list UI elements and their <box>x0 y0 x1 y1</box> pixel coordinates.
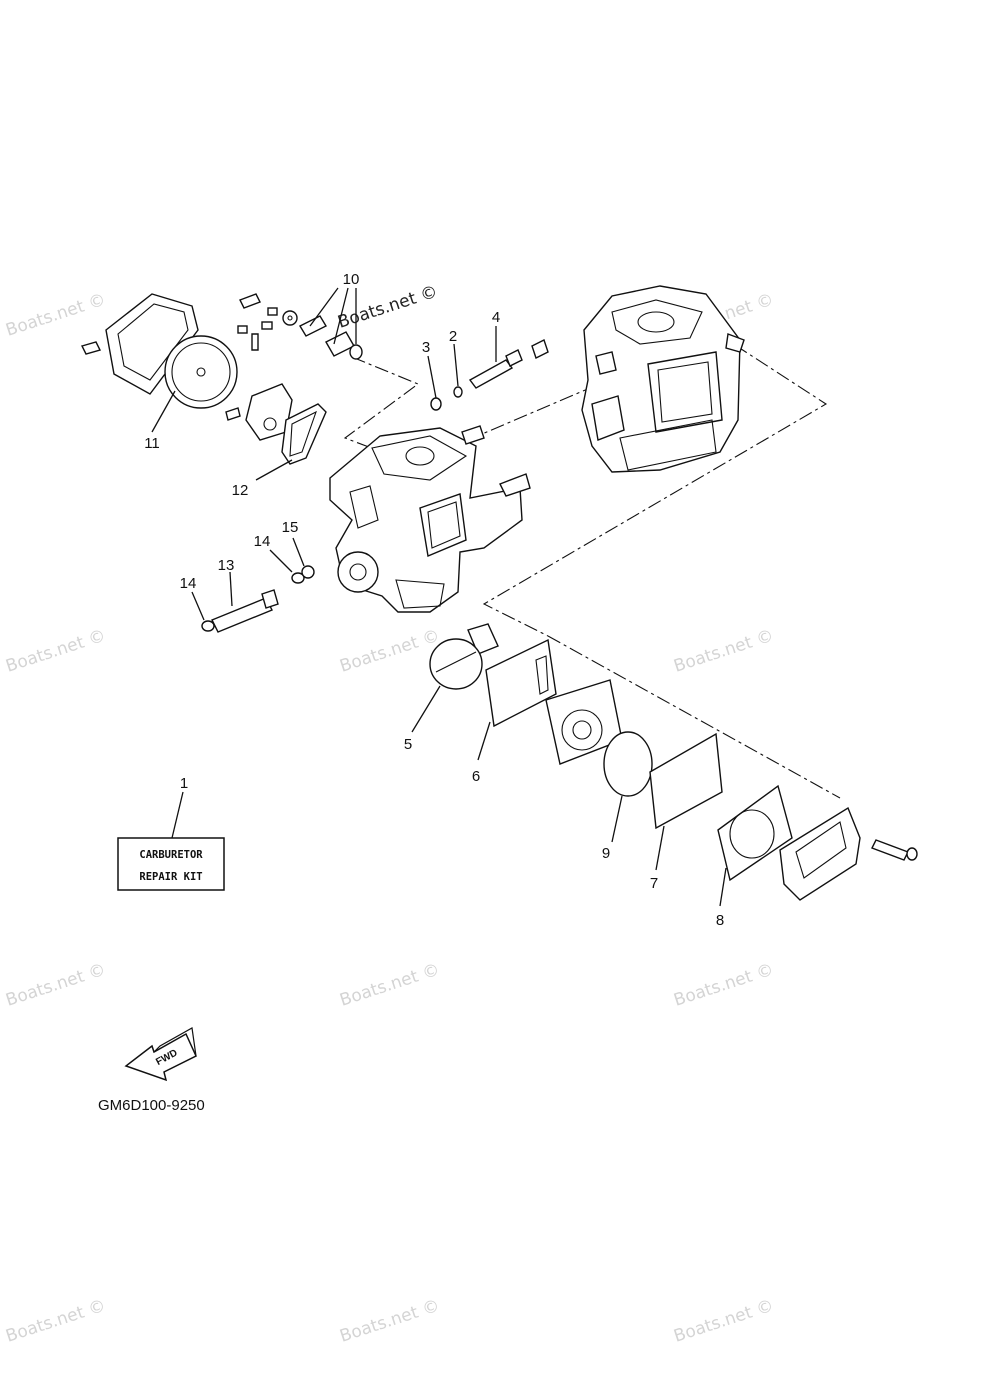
callout-9: 9 <box>602 845 610 862</box>
small-screws <box>237 293 298 351</box>
fwd-arrow-icon: FWD <box>124 1027 197 1082</box>
parts-5-6 <box>429 623 557 728</box>
parts-13-14-15 <box>201 565 315 633</box>
callout-10: 10 <box>343 271 360 288</box>
callout-13: 13 <box>218 557 235 574</box>
assembly-lines <box>343 344 841 799</box>
callout-14-upper: 14 <box>254 533 271 550</box>
callout-8: 8 <box>716 912 724 929</box>
callout-2: 2 <box>449 328 457 345</box>
watermark: Boats.net © <box>671 1296 776 1347</box>
watermark: Boats.net © <box>3 626 108 677</box>
repair-kit-line1: CARBURETOR <box>139 849 203 861</box>
rear-carburetor-body <box>581 285 745 473</box>
watermark: Boats.net © <box>337 960 442 1011</box>
watermark: Boats.net © <box>3 960 108 1011</box>
watermark: Boats.net © <box>671 960 776 1011</box>
watermark: Boats.net © <box>337 626 442 677</box>
callouts: 10 3 2 4 11 12 15 14 13 14 5 6 9 7 8 1 <box>144 271 724 929</box>
callout-4: 4 <box>492 309 500 326</box>
diagram-code: GM6D100-9250 <box>98 1097 205 1114</box>
callout-5: 5 <box>404 736 412 753</box>
watermark: Boats.net © <box>3 290 108 341</box>
watermark: Boats.net © <box>3 1296 108 1347</box>
callout-15: 15 <box>282 519 299 536</box>
part-12-gasket <box>225 383 327 465</box>
callout-6: 6 <box>472 768 480 785</box>
repair-kit-box: CARBURETOR REPAIR KIT <box>117 837 225 891</box>
callout-1: 1 <box>180 775 188 792</box>
watermark: Boats.net © <box>671 626 776 677</box>
part-8-gasket-cover <box>717 784 918 901</box>
part-10-pilot-screw <box>299 315 363 360</box>
callout-14-lower: 14 <box>180 575 197 592</box>
callout-7: 7 <box>650 875 658 892</box>
part-11-diaphragm-cover <box>80 293 238 409</box>
callout-12: 12 <box>232 482 249 499</box>
pump-body <box>545 679 723 830</box>
callout-3: 3 <box>422 339 430 356</box>
callout-11: 11 <box>144 435 160 452</box>
repair-kit-line2: REPAIR KIT <box>139 871 202 883</box>
leader-lines <box>151 287 727 907</box>
parts-2-3-4 <box>430 339 549 411</box>
main-carburetor-body <box>329 425 531 613</box>
watermark: Boats.net © <box>337 1296 442 1347</box>
watermark: Boats.net © <box>335 282 440 333</box>
